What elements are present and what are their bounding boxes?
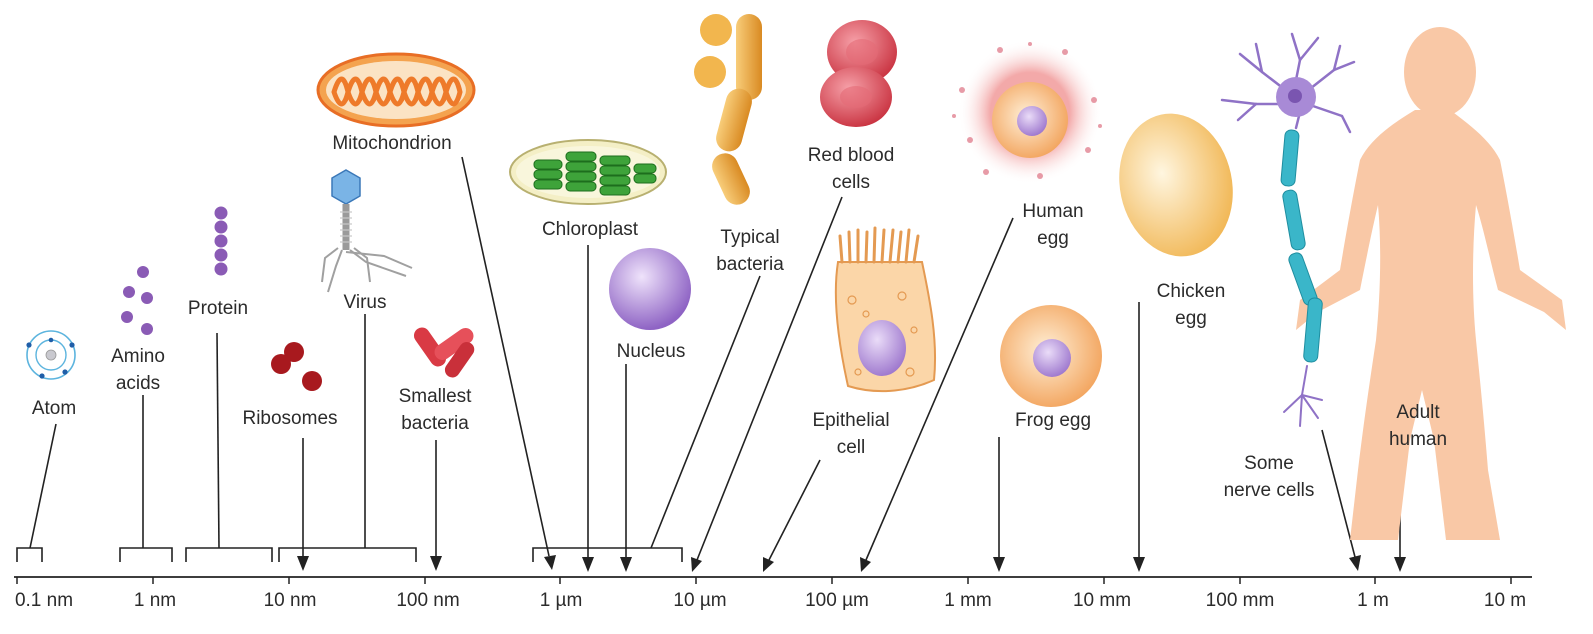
smallest-bacteria-icon: [413, 327, 475, 378]
bracket-virus: [278, 547, 417, 562]
scale-tick-label: 100 nm: [396, 590, 460, 611]
scale-tick-label: 100 mm: [1205, 590, 1275, 611]
protein-icon: [214, 206, 228, 276]
scale-tick-label: 1 nm: [133, 590, 177, 611]
mitochondrion-icon: [316, 52, 476, 128]
bracket-atom: [16, 547, 43, 562]
leader-nerve-cells: [1321, 429, 1356, 558]
range-brackets: [16, 547, 683, 562]
frog-egg-icon: [1000, 305, 1102, 407]
label-virus: Virus: [343, 292, 387, 313]
leader-lines: [29, 156, 1401, 561]
nerve-cell-icon: [1220, 32, 1356, 427]
scale-tick-label: 100 µm: [805, 590, 869, 611]
label-chloroplast: Chloroplast: [541, 219, 639, 240]
scale-ticks: [16, 577, 1512, 584]
atom-icon: [26, 330, 76, 380]
virus-icon: [321, 169, 413, 293]
amino-acids-icon: [121, 266, 153, 335]
bracket-protein: [185, 547, 273, 562]
leader-protein: [216, 332, 220, 549]
human-egg-icon: [952, 40, 1102, 184]
bracket-chloroplast: [532, 547, 683, 562]
label-mitochondrion: Mitochondrion: [332, 133, 452, 154]
scale-tick-label: 1 mm: [944, 590, 992, 611]
scale-tick-label: 10 mm: [1072, 590, 1132, 611]
label-ribosomes: Ribosomes: [242, 408, 338, 429]
arrowheads: [297, 555, 1406, 572]
scale-tick-label: 10 nm: [263, 590, 317, 611]
leader-red-blood-cells: [696, 196, 843, 561]
leader-mitochondrion: [461, 156, 550, 557]
nucleus-icon: [609, 248, 691, 330]
label-frog-egg: Frog egg: [1014, 410, 1092, 431]
label-nucleus: Nucleus: [616, 341, 686, 362]
leader-atom: [29, 423, 57, 549]
scale-tick-label: 10 m: [1483, 590, 1527, 611]
scale-tick-label: 10 µm: [673, 590, 727, 611]
red-blood-cells-icon: [820, 20, 897, 127]
chicken-egg-icon: [1119, 113, 1233, 257]
scale-tick-label: 1 µm: [539, 590, 583, 611]
label-protein: Protein: [187, 298, 249, 319]
adult-human-icon: [1296, 27, 1566, 540]
typical-bacteria-icon: [694, 14, 762, 205]
scale-tick-label: 0.1 nm: [14, 590, 74, 611]
chloroplast-icon: [509, 139, 667, 205]
scale-tick-label: 1 m: [1357, 590, 1389, 611]
epithelial-cell-icon: [834, 226, 937, 393]
leader-epithelial-cell: [768, 459, 821, 561]
ribosomes-icon: [271, 342, 322, 391]
leader-human-egg: [865, 217, 1014, 561]
label-atom: Atom: [31, 398, 77, 419]
leader-typical-bacteria: [650, 275, 761, 549]
bracket-amino-acids: [119, 547, 173, 562]
